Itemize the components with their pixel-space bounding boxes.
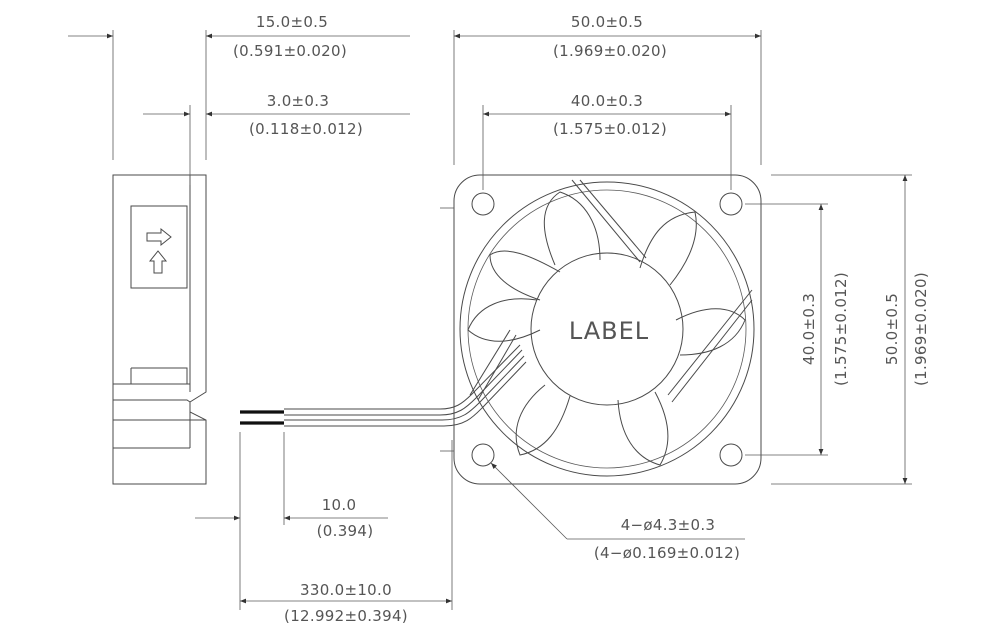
outer-width-mm: 50.0±0.5 [571,13,643,31]
frame-struts [469,179,753,403]
lead-length-in: (12.992±0.394) [284,607,408,625]
fan-frame [453,174,762,485]
side-width-in: (0.591±0.020) [233,42,347,60]
mounting-hole-bottom-left [471,443,495,467]
side-view: 15.0±0.5 (0.591±0.020) 3.0±0.3 (0.118±0.… [68,13,410,485]
lead-length-mm: 330.0±10.0 [300,581,392,599]
outer-width-in: (1.969±0.020) [553,42,667,60]
side-width-mm: 15.0±0.5 [256,13,328,31]
mounting-hole-top-right [719,192,743,216]
hub-label: LABEL [569,317,649,345]
airflow-arrow-icon [146,227,172,247]
fan-blades [467,191,746,466]
hole-spacing-v-in: (1.575±0.012) [832,272,850,386]
strip-length-mm: 10.0 [322,496,357,514]
hole-spacing-v-mm: 40.0±0.3 [800,293,818,365]
rotation-arrow-icon [148,250,168,274]
hole-spacing-in: (1.575±0.012) [553,120,667,138]
side-view-body [112,174,207,485]
outer-height-in: (1.969±0.020) [912,272,930,386]
lead-wires: 10.0 (0.394) 330.0±10.0 (12.992±0.394) [195,344,527,625]
mounting-hole-bottom-right [719,443,743,467]
flange-in: (0.118±0.012) [249,120,363,138]
airflow-label-window [130,205,188,289]
strip-length-in: (0.394) [317,522,374,540]
mounting-hole-top-left [471,192,495,216]
front-view: LABEL 50.0±0.5 (1.969±0.020) 40.0±0.3 (1… [440,13,930,562]
hole-spacing-mm: 40.0±0.3 [571,92,643,110]
hole-spec-mm: 4−ø4.3±0.3 [621,516,716,534]
hole-spec-in: (4−ø0.169±0.012) [594,544,740,562]
outer-height-mm: 50.0±0.5 [883,293,901,365]
fan-hub [530,252,684,406]
flange-mm: 3.0±0.3 [267,92,329,110]
venturi-ring [459,181,755,477]
